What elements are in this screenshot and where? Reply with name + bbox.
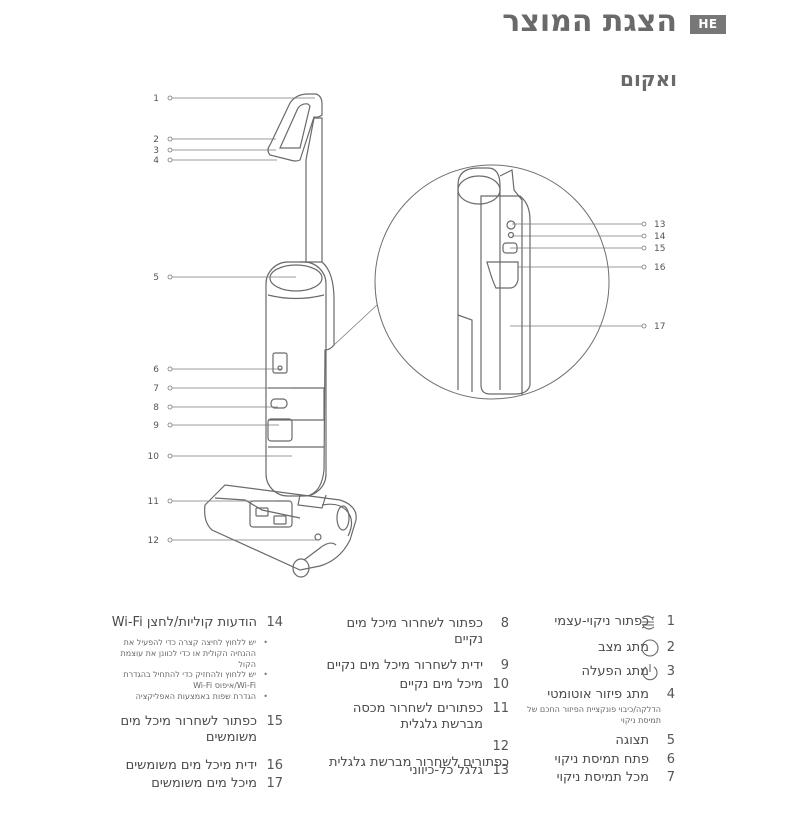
callout-number: 12 (148, 536, 159, 546)
language-badge: HE (690, 15, 726, 34)
callout-number: 5 (153, 273, 159, 283)
callout-number: 4 (153, 156, 159, 166)
callout-number: 14 (654, 232, 666, 242)
vacuum-illustration (204, 93, 357, 578)
legend-label: כפתור לשחרור מיכל מים נקיים (346, 616, 484, 647)
legend-number: 12 (492, 739, 509, 754)
legend-number: 6 (666, 752, 675, 767)
callout-number: 8 (153, 403, 159, 413)
callout-number: 1 (153, 94, 159, 104)
mode-icon (641, 639, 659, 657)
legend-item: 3 מתג הפעלה (475, 664, 676, 680)
legend-label: מיכל מים משומשים (151, 776, 257, 791)
legend-label: מתג מצב (598, 640, 649, 655)
legend-number: 8 (500, 616, 509, 631)
legend-label: ידית לשחרור מיכל מים נקיים (326, 658, 483, 673)
legend-label: כפתור לשחרור מיכל מים משומשים (120, 714, 258, 745)
legend-number: 13 (492, 763, 509, 778)
legend-item: 16 ידית מיכל מים משומשים (103, 758, 283, 774)
legend-item: 14 הודעות קוליות/לחצן Wi-Fi (103, 615, 283, 631)
self-clean-icon (641, 615, 655, 630)
legend-item: 17 מיכל מים משומשים (103, 776, 283, 792)
legend-number: 15 (266, 714, 283, 729)
callout-number: 17 (654, 322, 665, 332)
legend-note: הדלקה/כיבוי פונקציית הפיזור החכם של תמיס… (527, 705, 661, 725)
power-icon (642, 664, 658, 681)
legend-label: כפתור ניקוי-עצמי (554, 614, 649, 629)
legend-label: ידית מיכל מים משומשים (125, 758, 257, 773)
callout-leaders (170, 97, 644, 541)
legend-label: גלגל כל-כיווני (409, 763, 483, 778)
legend-number: 3 (666, 664, 675, 679)
legend-number: 10 (492, 677, 509, 692)
legend-number: 2 (666, 640, 675, 655)
legend-item: 7 מכל תמיסת ניקוי (475, 770, 675, 786)
legend-number: 9 (500, 658, 509, 673)
legend-label: מכל תמיסת ניקוי (556, 770, 649, 785)
product-diagram: 1 2 3 4 5 6 7 8 9 10 11 12 13 14 15 16 1… (148, 93, 666, 578)
callout-number: 3 (153, 146, 159, 156)
callout-number: 15 (654, 244, 665, 254)
legend-number: 1 (666, 614, 675, 629)
legend-bullet: יש ללחוץ לחיצה קצרה כדי להפעיל את ההנחיה… (116, 637, 268, 670)
legend-item: 4 מתג פיזור אוטומטי (475, 687, 675, 703)
legend-item: 11 כפתורים לשחרור מכסה מברשת גלגלית (319, 701, 509, 733)
legend-item: 8 כפתור לשחרור מיכל מים נקיים (319, 616, 510, 648)
legend-label: מתג הפעלה (581, 664, 650, 679)
legend-label: הודעות קוליות/לחצן Wi-Fi (111, 615, 257, 630)
section-title: ואקום (620, 67, 677, 91)
callout-number: 2 (153, 135, 159, 145)
legend-item: 9 ידית לשחרור מיכל מים נקיים (319, 658, 509, 674)
callout-number: 9 (153, 421, 159, 431)
legend-label: מיכל מים נקיים (399, 677, 484, 692)
legend-item: 12כפתורים לשחרור מברשת גלגלית (309, 739, 509, 771)
callout-number: 11 (148, 497, 159, 507)
legend-number: 14 (266, 615, 283, 630)
legend-number: 11 (492, 701, 509, 716)
legend-label: פתח תמיסת ניקוי (554, 752, 649, 767)
legend-number: 7 (666, 770, 675, 785)
zoom-connector (333, 304, 378, 346)
legend-label: מתג פיזור אוטומטי (547, 687, 649, 702)
legend-number: 17 (266, 776, 283, 791)
legend-number: 16 (266, 758, 283, 773)
legend-number: 5 (666, 733, 675, 748)
legend-bullet: יש ללחוץ ולהחזיק כדי להתחיל בהגדרת Wi-Fi… (116, 669, 268, 691)
legend-item: 1 כפתור ניקוי-עצמי (475, 614, 675, 630)
page-title: הצגת המוצר (502, 4, 677, 39)
callout-number: 16 (654, 263, 666, 273)
legend-item: 13 גלגל כל-כיווני (319, 763, 509, 779)
legend-number: 4 (666, 687, 675, 702)
callout-number: 10 (148, 452, 160, 462)
legend-item: 15 כפתור לשחרור מיכל מים משומשים (103, 714, 284, 746)
callout-number: 13 (654, 220, 665, 230)
detail-zoom (374, 164, 610, 400)
legend-item: 10 מיכל מים נקיים (319, 677, 510, 693)
legend-bullet: הגדרת שפות באמצעות האפליקציה (116, 691, 268, 702)
callout-number: 6 (153, 365, 159, 375)
callout-dots (167, 95, 647, 543)
legend-item: 2 מתג מצב (475, 640, 675, 656)
legend-label: תצוגה (615, 733, 649, 748)
legend-item: 6 פתח תמיסת ניקוי (475, 752, 675, 768)
callout-number: 7 (153, 384, 159, 394)
legend-label: כפתורים לשחרור מברשת גלגלית (328, 755, 509, 770)
legend-label: כפתורים לשחרור מכסה מברשת גלגלית (352, 701, 483, 732)
legend-item: 5 תצוגה (475, 733, 675, 749)
